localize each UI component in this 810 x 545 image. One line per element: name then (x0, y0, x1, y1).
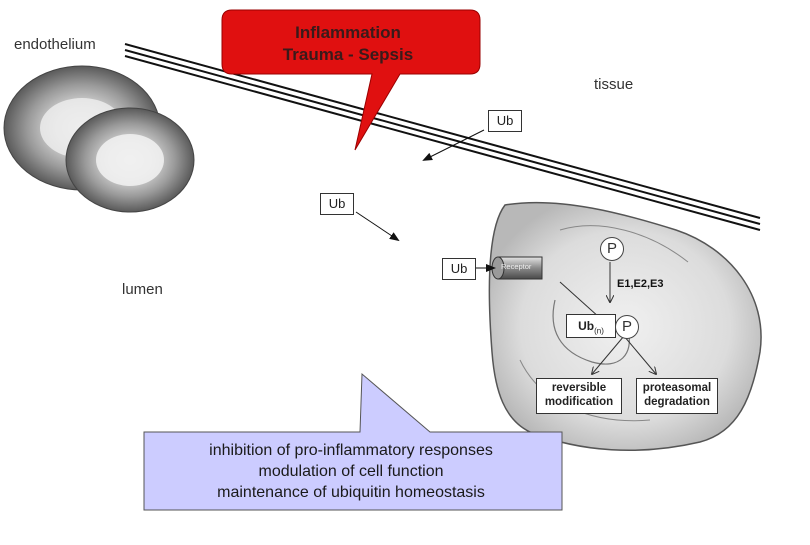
arrow-lumen-to-cell (355, 211, 400, 242)
reversible-line-1: reversible (551, 382, 607, 394)
inflammation-callout-shape (221, 9, 481, 151)
reversible-line-2: modification (544, 396, 614, 408)
phosphate-circle-top: P (600, 237, 624, 261)
reversible-modification-box: reversible modification (536, 378, 622, 414)
enzymes-label: E1,E2,E3 (617, 278, 664, 290)
phosphate-circle-bottom: P (615, 315, 639, 339)
outcome-line-1: inhibition of pro-inflammatory responses (209, 442, 493, 459)
outcome-callout-shape (143, 372, 563, 511)
inflammation-callout: Inflammation Trauma - Sepsis (218, 22, 478, 66)
receptor-label: Receptor (501, 262, 532, 271)
arrow-tissue-to-lumen (422, 129, 485, 161)
inflammation-line-2: Trauma - Sepsis (282, 45, 414, 64)
arrow-receptor-down (559, 281, 601, 319)
proteasomal-line-2: degradation (644, 396, 710, 408)
arrow-to-proteasomal (623, 335, 656, 374)
ub-lumen-box: Ub (320, 193, 354, 215)
proteasomal-line-1: proteasomal (642, 382, 712, 394)
arrow-to-reversible (592, 335, 625, 374)
inflammation-line-1: Inflammation (295, 23, 401, 42)
ub-tissue-box: Ub (488, 110, 522, 132)
polyubiquitin-subscript: (n) (594, 326, 604, 336)
polyubiquitin-label: Ub (578, 319, 595, 333)
outcome-callout: inhibition of pro-inflammatory responses… (142, 440, 560, 503)
lumen-label: lumen (122, 281, 163, 298)
outcome-line-2: modulation of cell function (258, 463, 444, 480)
red-blood-cell-front (65, 107, 195, 213)
polyubiquitin-box: Ub(n) (566, 314, 616, 338)
tissue-label: tissue (594, 76, 634, 93)
ub-receptor-box: Ub (442, 258, 476, 280)
outcome-line-3: maintenance of ubiquitin homeostasis (217, 484, 485, 501)
proteasomal-degradation-box: proteasomal degradation (636, 378, 718, 414)
endothelium-label: endothelium (14, 36, 96, 53)
